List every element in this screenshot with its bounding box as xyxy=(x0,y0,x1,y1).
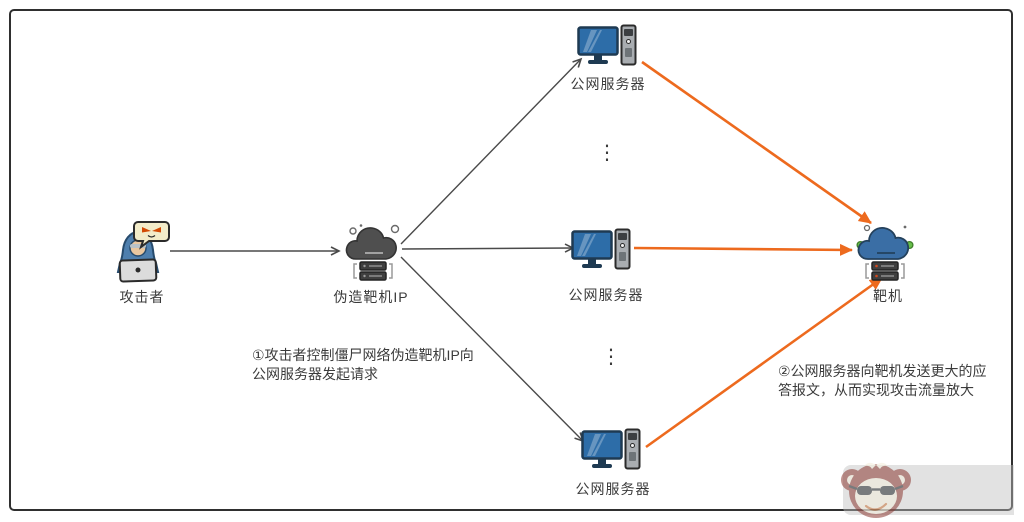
arrow-spoofed-to-server-mid xyxy=(401,243,575,253)
annotation-step1: ①攻击者控制僵尸网络伪造靶机IP向 公网服务器发起请求 xyxy=(252,347,474,382)
blue-cloud-server-icon xyxy=(856,224,914,281)
arrow-spoofed-to-server-bottom xyxy=(400,256,585,443)
hacker-icon xyxy=(116,221,170,283)
server-top-label: 公网服务器 xyxy=(570,76,646,92)
monkey-watermark-icon xyxy=(841,462,911,518)
vertical-ellipsis: ⋮ xyxy=(601,344,621,368)
target-label: 靶机 xyxy=(873,288,903,304)
attacker-label: 攻击者 xyxy=(119,289,165,305)
desktop-computer-icon xyxy=(581,428,641,470)
diagram-border xyxy=(9,9,1013,511)
vertical-ellipsis: ⋮ xyxy=(597,140,617,164)
arrow-server-bottom-to-target xyxy=(645,276,883,449)
arrow-spoofed-to-server-top xyxy=(400,57,583,245)
desktop-computer-icon xyxy=(577,24,637,66)
server-mid-label: 公网服务器 xyxy=(568,287,644,303)
arrow-server-mid-to-target xyxy=(633,243,853,256)
arrow-server-top-to-target xyxy=(641,60,872,225)
gray-cloud-server-icon xyxy=(345,224,400,281)
spoofed-ip-label: 伪造靶机IP xyxy=(333,289,409,305)
server-bottom-label: 公网服务器 xyxy=(575,481,651,497)
annotation-step2: ②公网服务器向靶机发送更大的应 答报文，从而实现攻击流量放大 xyxy=(778,363,987,398)
desktop-computer-icon xyxy=(571,228,631,270)
